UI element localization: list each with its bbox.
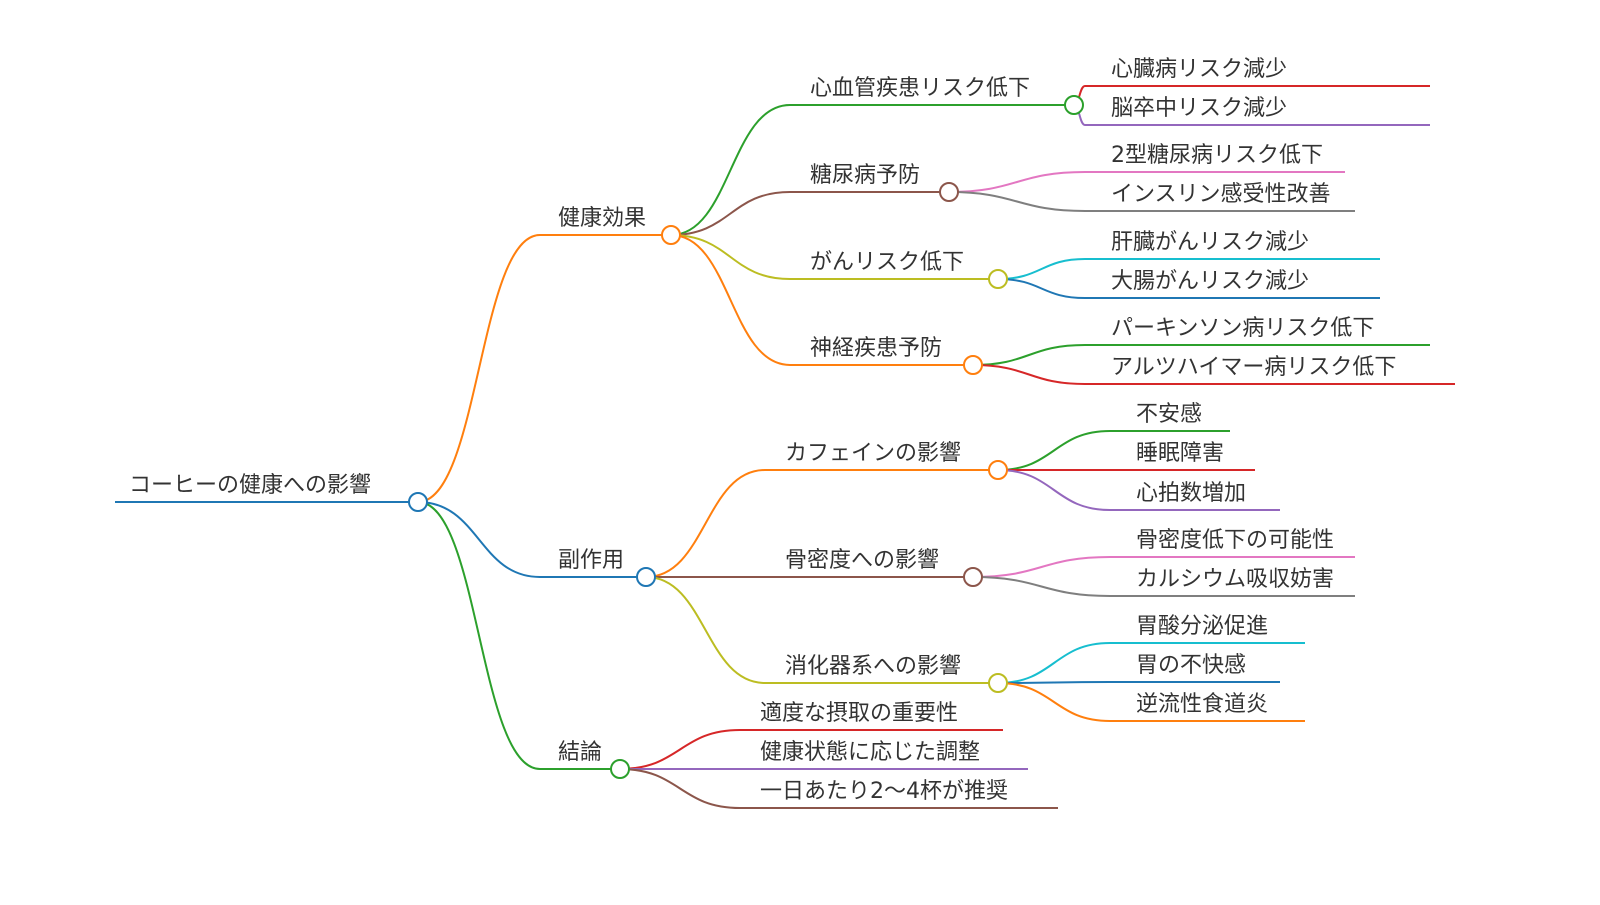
- leaf-node-label[interactable]: 不安感: [1136, 402, 1202, 427]
- leaf-edge: [972, 576, 1111, 597]
- leaf-edge: [972, 556, 1111, 578]
- labels-layer: コーヒーの健康への影響 健康効果 心血管疾患リスク低下 心臓病リスク減少脳卒中リスク減…: [129, 57, 1396, 804]
- topic-node-circle[interactable]: [988, 460, 1008, 480]
- leaf-node-label[interactable]: 睡眠障害: [1136, 441, 1224, 466]
- edges-layer: [417, 85, 1111, 809]
- leaf-edge: [972, 364, 1086, 385]
- topic-edge: [670, 234, 791, 366]
- topic-node-circle[interactable]: [1064, 95, 1084, 115]
- branch-node-circle[interactable]: [610, 759, 630, 779]
- topic-edge: [670, 104, 791, 236]
- topic-node-label[interactable]: 神経疾患予防: [810, 336, 942, 361]
- branch-edge: [417, 234, 541, 503]
- branch-edge: [417, 501, 541, 770]
- leaf-node-label[interactable]: 逆流性食道炎: [1136, 692, 1268, 717]
- leaf-edge: [997, 642, 1111, 684]
- leaf-node-label[interactable]: インスリン感受性改善: [1111, 182, 1331, 207]
- leaf-node-label[interactable]: 心拍数増加: [1136, 481, 1246, 506]
- leaf-node-label[interactable]: 大腸がんリスク減少: [1111, 269, 1309, 294]
- branch-node-label[interactable]: 結論: [558, 740, 602, 765]
- topic-node-label[interactable]: 心血管疾患リスク低下: [810, 76, 1030, 101]
- leaf-edge: [997, 682, 1111, 722]
- topic-node-label[interactable]: がんリスク低下: [810, 250, 964, 275]
- leaf-node-label[interactable]: アルツハイマー病リスク低下: [1111, 355, 1396, 380]
- leaf-edge: [997, 278, 1086, 299]
- topic-edge: [670, 191, 791, 236]
- leaf-edge: [997, 258, 1086, 280]
- underlines-layer: [115, 85, 1455, 809]
- topic-node-circle[interactable]: [963, 355, 983, 375]
- leaf-node-label[interactable]: 肝臓がんリスク減少: [1111, 230, 1309, 255]
- topic-node-label[interactable]: 健康状態に応じた調整: [760, 740, 980, 765]
- topic-node-label[interactable]: 消化器系への影響: [785, 654, 961, 679]
- topic-node-label[interactable]: カフェインの影響: [785, 441, 961, 466]
- leaf-node-label[interactable]: 胃の不快感: [1136, 653, 1246, 678]
- topic-edge: [645, 576, 766, 684]
- topic-node-label[interactable]: 一日あたり2〜4杯が推奨: [760, 779, 1008, 804]
- leaf-node-label[interactable]: カルシウム吸収妨害: [1136, 567, 1334, 592]
- leaf-edge: [948, 171, 1086, 193]
- leaf-node-label[interactable]: 心臓病リスク減少: [1111, 57, 1287, 82]
- branch-node-circle[interactable]: [636, 567, 656, 587]
- leaf-node-label[interactable]: 脳卒中リスク減少: [1111, 96, 1287, 121]
- topic-node-circle[interactable]: [963, 567, 983, 587]
- leaf-node-label[interactable]: 胃酸分泌促進: [1136, 614, 1268, 639]
- leaf-edge: [997, 430, 1111, 471]
- topic-node-circle[interactable]: [988, 269, 1008, 289]
- root-node-label[interactable]: コーヒーの健康への影響: [129, 473, 371, 498]
- topic-node-label[interactable]: 適度な摂取の重要性: [760, 701, 958, 726]
- leaf-edge: [997, 681, 1111, 684]
- leaf-node-label[interactable]: 2型糖尿病リスク低下: [1111, 143, 1323, 168]
- topic-node-circle[interactable]: [988, 673, 1008, 693]
- topic-edge: [645, 469, 766, 578]
- leaf-edge: [948, 191, 1086, 212]
- leaf-edge: [997, 469, 1111, 511]
- leaf-node-label[interactable]: パーキンソン病リスク低下: [1111, 316, 1374, 341]
- root-node-circle[interactable]: [408, 492, 428, 512]
- branch-node-circle[interactable]: [661, 225, 681, 245]
- topic-node-label[interactable]: 糖尿病予防: [810, 163, 920, 188]
- branch-node-label[interactable]: 副作用: [558, 548, 624, 573]
- leaf-node-label[interactable]: 骨密度低下の可能性: [1136, 528, 1334, 553]
- topic-node-circle[interactable]: [939, 182, 959, 202]
- leaf-edge: [972, 344, 1086, 366]
- nodes-layer: [408, 95, 1084, 779]
- topic-edge: [619, 729, 741, 770]
- topic-node-label[interactable]: 骨密度への影響: [785, 548, 939, 573]
- topic-edge: [619, 768, 741, 809]
- topic-edge: [670, 234, 791, 280]
- branch-edge: [417, 501, 541, 578]
- branch-node-label[interactable]: 健康効果: [558, 206, 646, 231]
